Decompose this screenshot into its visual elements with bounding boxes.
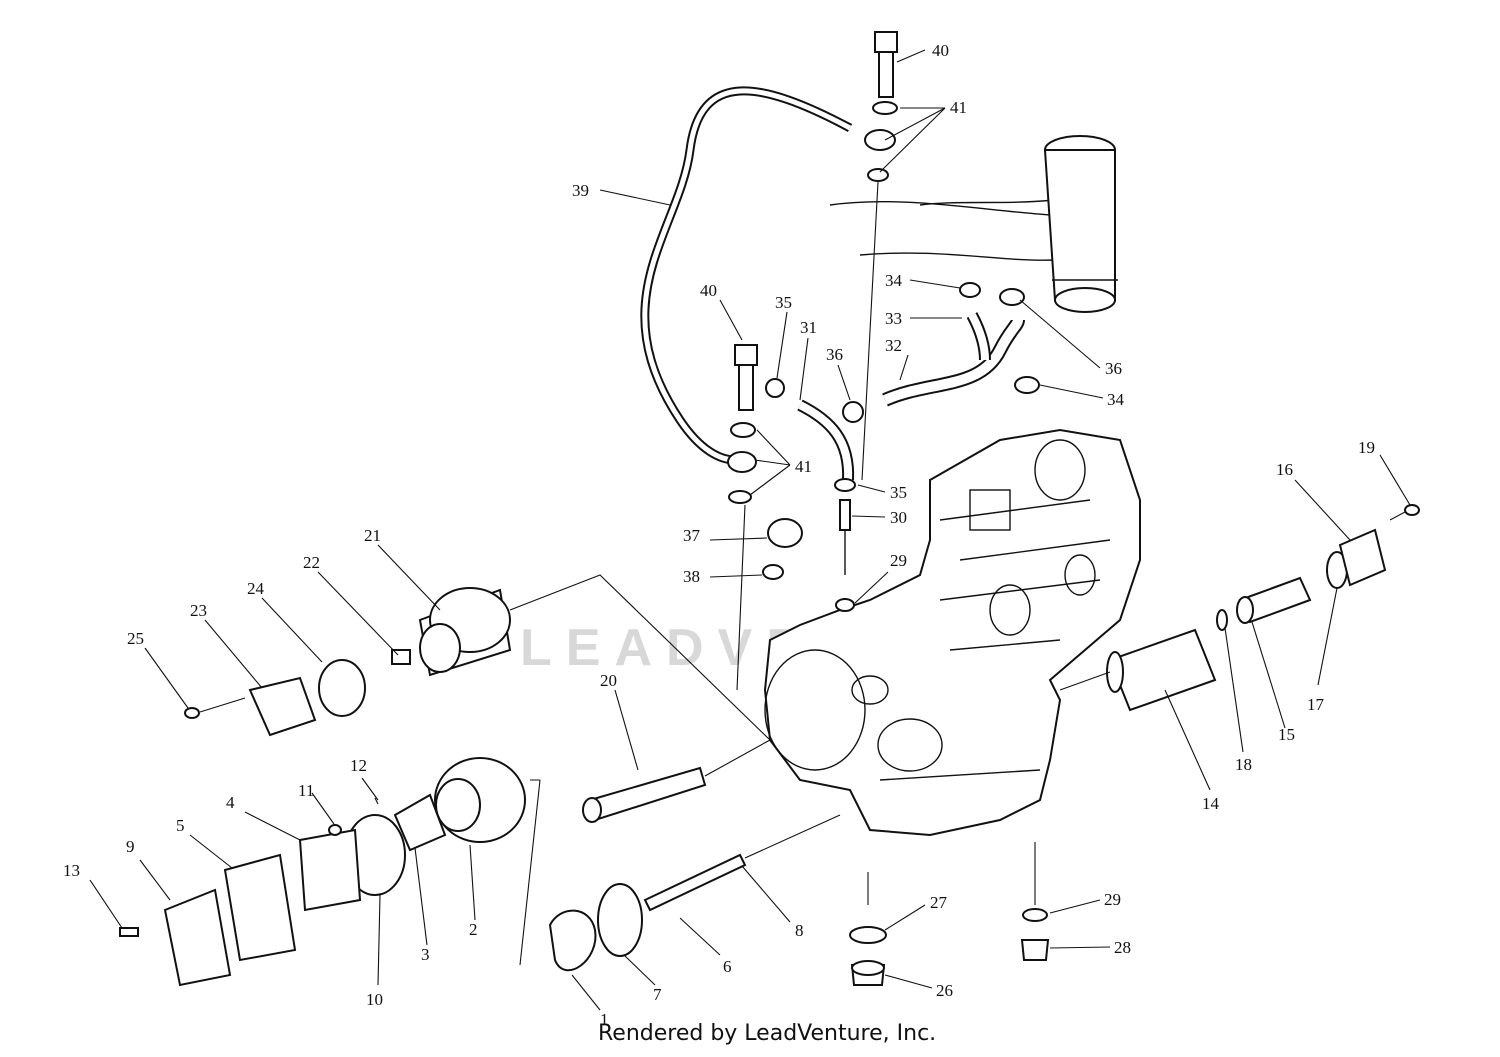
- callout-2: 2: [469, 920, 478, 939]
- callout-41: 41: [795, 457, 812, 476]
- callout-14: 14: [1202, 794, 1220, 813]
- callout-1: 1: [600, 1010, 609, 1029]
- callout-33: 33: [885, 309, 902, 328]
- callout-35: 35: [775, 293, 792, 312]
- callout-7: 7: [653, 985, 662, 1004]
- callout-40: 40: [700, 281, 717, 300]
- engine-block: [763, 428, 1141, 837]
- callout-34: 34: [1107, 390, 1125, 409]
- callout-24: 24: [247, 579, 265, 598]
- callout-38: 38: [683, 567, 700, 586]
- callout-16: 16: [1276, 460, 1293, 479]
- callout-32: 32: [885, 336, 902, 355]
- callout-3: 3: [421, 945, 430, 964]
- callout-35: 35: [890, 483, 907, 502]
- banjo-bolt-40-upper: [861, 31, 898, 481]
- callout-9: 9: [126, 837, 135, 856]
- callout-27: 27: [930, 893, 948, 912]
- callout-18: 18: [1235, 755, 1252, 774]
- breather-hoses: [765, 282, 1040, 612]
- callout-labels: 40 41 39 34 33 36 32 34 40 35 31 36 41 3…: [63, 41, 1375, 1029]
- callout-26: 26: [936, 981, 953, 1000]
- callout-28: 28: [1114, 938, 1131, 957]
- callout-17: 17: [1307, 695, 1325, 714]
- callout-6: 6: [723, 957, 732, 976]
- callout-8: 8: [795, 921, 804, 940]
- frame-section: [829, 135, 1118, 313]
- callout-39: 39: [572, 181, 589, 200]
- drain-plugs: [849, 842, 1050, 986]
- callout-34: 34: [885, 271, 903, 290]
- callout-30: 30: [890, 508, 907, 527]
- callout-20: 20: [600, 671, 617, 690]
- callout-36: 36: [826, 345, 843, 364]
- callout-15: 15: [1278, 725, 1295, 744]
- oil-hose-39: [640, 86, 853, 465]
- render-credit: Rendered by LeadVenture, Inc.: [598, 1021, 936, 1046]
- callout-5: 5: [176, 816, 185, 835]
- callout-41: 41: [950, 98, 967, 117]
- callout-leaders: [89, 49, 1411, 1011]
- callout-19: 19: [1358, 438, 1375, 457]
- banjo-bolt-40-lower: [727, 344, 758, 691]
- right-filter-group: [1059, 504, 1420, 712]
- callout-37: 37: [683, 526, 701, 545]
- callout-22: 22: [303, 553, 320, 572]
- oil-screen-20: [582, 739, 771, 823]
- callout-12: 12: [350, 756, 367, 775]
- callout-36: 36: [1105, 359, 1122, 378]
- callout-4: 4: [226, 793, 235, 812]
- callout-23: 23: [190, 601, 207, 620]
- oil-filter-group: [184, 574, 771, 741]
- callout-11: 11: [298, 781, 314, 800]
- callout-13: 13: [63, 861, 80, 880]
- filler-plug: [762, 518, 803, 580]
- callout-29: 29: [1104, 890, 1121, 909]
- callout-31: 31: [800, 318, 817, 337]
- callout-10: 10: [366, 990, 383, 1009]
- callout-25: 25: [127, 629, 144, 648]
- oil-pump-group: [119, 757, 841, 987]
- callout-29: 29: [890, 551, 907, 570]
- callout-21: 21: [364, 526, 381, 545]
- callout-40: 40: [932, 41, 949, 60]
